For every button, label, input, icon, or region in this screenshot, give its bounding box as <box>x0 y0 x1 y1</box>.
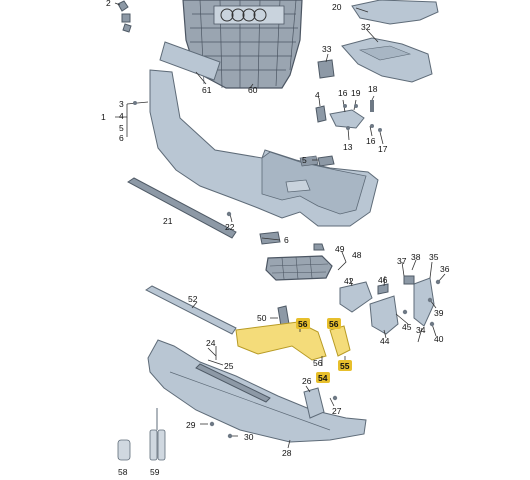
bracket-44[interactable] <box>369 295 399 335</box>
label-50: 50 <box>257 313 267 323</box>
clip-49[interactable] <box>313 243 325 251</box>
label-4b: 4 <box>315 90 320 100</box>
label-59: 59 <box>150 467 160 477</box>
trim-strip-24[interactable] <box>195 363 271 403</box>
label-28: 28 <box>282 448 292 458</box>
label-26: 26 <box>302 376 312 386</box>
label-29: 29 <box>186 420 196 430</box>
bracket-26[interactable] <box>303 387 325 419</box>
bracket-20[interactable] <box>351 0 439 25</box>
clip-38[interactable] <box>403 275 415 285</box>
label-6: 6 <box>119 133 124 143</box>
badge-56-left: 56 <box>298 319 308 329</box>
label-5: 5 <box>119 123 124 133</box>
label-21: 21 <box>163 216 173 226</box>
bracket-42[interactable] <box>339 281 373 313</box>
mount-bracket-19[interactable] <box>329 109 365 129</box>
label-37: 37 <box>397 256 407 266</box>
label-56-plain: 56 <box>313 358 323 368</box>
highlighted-trim-54[interactable] <box>235 321 327 361</box>
label-45: 45 <box>402 322 412 332</box>
license-plate-bracket[interactable] <box>159 41 221 81</box>
label-16b: 16 <box>366 136 376 146</box>
label-42: 42 <box>344 276 354 286</box>
label-17: 17 <box>378 144 388 154</box>
label-5b: 5 <box>302 155 307 165</box>
label-49: 49 <box>335 244 345 254</box>
bracket-34[interactable] <box>413 277 435 327</box>
label-38: 38 <box>411 252 421 262</box>
label-13: 13 <box>343 142 353 152</box>
label-40: 40 <box>434 334 444 344</box>
highlighted-trim-55[interactable] <box>329 325 351 357</box>
label-4: 4 <box>119 111 124 121</box>
label-20: 20 <box>332 2 342 12</box>
bolt-18[interactable] <box>370 100 374 112</box>
badge-56-right: 56 <box>329 319 339 329</box>
label-39: 39 <box>434 308 444 318</box>
clip-set-2[interactable] <box>117 0 132 33</box>
part-number-labels: 2 1 3 4 5 6 61 60 20 33 32 4 16 19 18 13… <box>101 0 450 477</box>
label-35: 35 <box>429 252 439 262</box>
label-30: 30 <box>244 432 254 442</box>
label-60: 60 <box>248 85 258 95</box>
badge-54: 54 <box>318 373 328 383</box>
spoiler-strip-52[interactable] <box>145 285 237 335</box>
label-27: 27 <box>332 406 342 416</box>
label-3: 3 <box>119 99 124 109</box>
label-44: 44 <box>380 336 390 346</box>
lower-grille-insert[interactable] <box>265 255 333 281</box>
label-36: 36 <box>440 264 450 274</box>
grille-insert-33[interactable] <box>317 59 335 79</box>
fasteners <box>133 101 441 439</box>
cartridges-59[interactable] <box>149 408 166 461</box>
label-48: 48 <box>352 250 362 260</box>
highlight-badges: 56 56 55 54 56 <box>296 318 352 383</box>
label-16a: 16 <box>338 88 348 98</box>
aerosol-can-58[interactable] <box>117 439 131 461</box>
cover-cap-6[interactable] <box>259 231 281 245</box>
label-24: 24 <box>206 338 216 348</box>
label-33: 33 <box>322 44 332 54</box>
label-52: 52 <box>188 294 198 304</box>
label-2: 2 <box>106 0 111 8</box>
label-18: 18 <box>368 84 378 94</box>
clip-46[interactable] <box>377 283 389 295</box>
badge-55: 55 <box>340 361 350 371</box>
undertray-28[interactable] <box>147 339 367 443</box>
bumper-cover[interactable] <box>149 69 379 227</box>
trim-strip-21[interactable] <box>127 177 237 239</box>
label-22: 22 <box>225 222 235 232</box>
label-25: 25 <box>224 361 234 371</box>
label-46: 46 <box>378 275 388 285</box>
label-1: 1 <box>101 112 106 122</box>
label-34: 34 <box>416 325 426 335</box>
air-duct-bracket-32[interactable] <box>341 37 433 83</box>
label-19: 19 <box>351 88 361 98</box>
label-32: 32 <box>361 22 371 32</box>
label-58: 58 <box>118 467 128 477</box>
label-6b: 6 <box>284 235 289 245</box>
bracket-4[interactable] <box>315 105 327 123</box>
part-5[interactable] <box>317 155 335 167</box>
label-61: 61 <box>202 85 212 95</box>
